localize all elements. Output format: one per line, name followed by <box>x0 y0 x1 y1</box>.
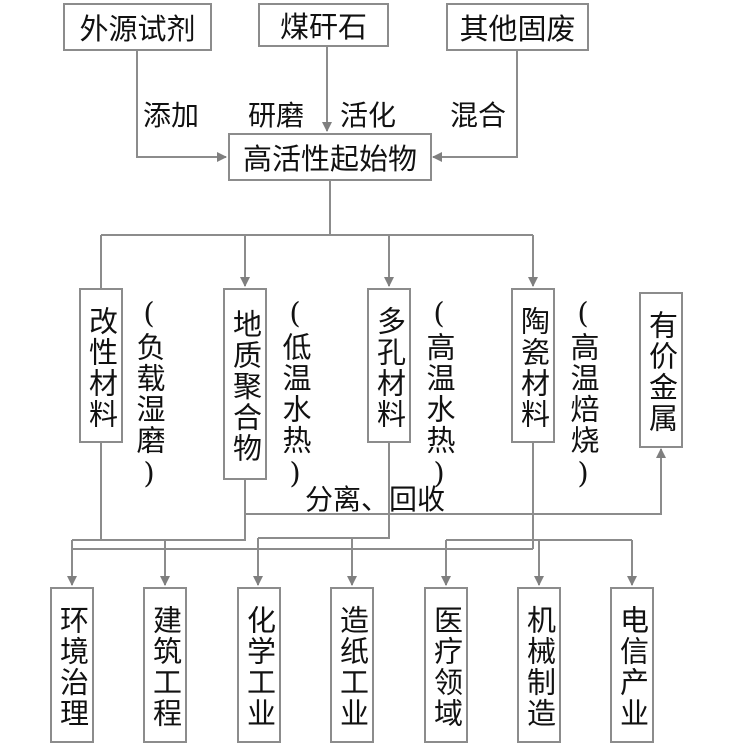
center-box-high-activity-precursor: 高活性起始物 <box>228 133 432 181</box>
application-label: 电信产业 <box>615 605 650 729</box>
process-label-grind: 研磨 <box>248 99 305 132</box>
source-label: 煤矸石 <box>279 10 367 44</box>
application-label: 机械制造 <box>522 605 557 729</box>
application-box-machinery: 机械制造 <box>517 587 561 743</box>
application-box-medical: 医疗领域 <box>424 587 468 743</box>
center-label: 高活性起始物 <box>242 142 417 176</box>
material-method-porous: (高温水热) <box>422 296 456 492</box>
material-label: 多孔材料 <box>372 305 407 430</box>
application-label: 环境治理 <box>55 605 90 729</box>
application-box-telecom: 电信产业 <box>610 587 654 743</box>
material-label: 陶瓷材料 <box>516 305 551 430</box>
material-box-ceramic: 陶瓷材料 <box>511 288 555 443</box>
source-box-coal-gangue: 煤矸石 <box>258 3 389 47</box>
application-label: 化学工业 <box>242 605 277 729</box>
material-label: 改性材料 <box>84 305 119 430</box>
process-label-activate: 活化 <box>340 99 397 132</box>
process-label-add: 添加 <box>143 99 200 132</box>
application-label: 造纸工业 <box>335 605 370 729</box>
arrow-waste-to-center <box>432 51 518 162</box>
geo-join <box>101 514 246 541</box>
application-box-paper: 造纸工业 <box>330 587 374 743</box>
recovery-process-label: 分离、回收 <box>305 483 446 516</box>
material-label: 地质聚合物 <box>228 308 263 464</box>
application-label: 建筑工程 <box>148 605 183 729</box>
process-label-mix: 混合 <box>450 99 507 132</box>
source-label: 外源试剂 <box>79 12 196 46</box>
recovery-label: 有价金属 <box>644 310 679 434</box>
arrow-reagent-to-center <box>136 51 227 162</box>
material-box-modified: 改性材料 <box>79 288 123 443</box>
arrow-to-valuable-metal <box>244 448 666 515</box>
application-box-construction: 建筑工程 <box>143 587 187 743</box>
recovery-box-valuable-metal: 有价金属 <box>639 292 683 448</box>
source-box-reagent: 外源试剂 <box>63 3 212 51</box>
source-label: 其他固废 <box>459 12 576 46</box>
application-box-chemical: 化学工业 <box>237 587 281 743</box>
material-method-geopolymer: (低温水热) <box>278 296 312 492</box>
material-box-geopolymer: 地质聚合物 <box>223 288 267 480</box>
application-label: 医疗领域 <box>429 605 464 729</box>
application-box-env: 环境治理 <box>50 587 94 743</box>
source-box-other-waste: 其他固废 <box>446 3 589 51</box>
material-method-ceramic: (高温焙烧) <box>566 296 600 492</box>
material-method-modified: (负载湿磨) <box>132 296 166 492</box>
material-box-porous: 多孔材料 <box>367 288 411 443</box>
